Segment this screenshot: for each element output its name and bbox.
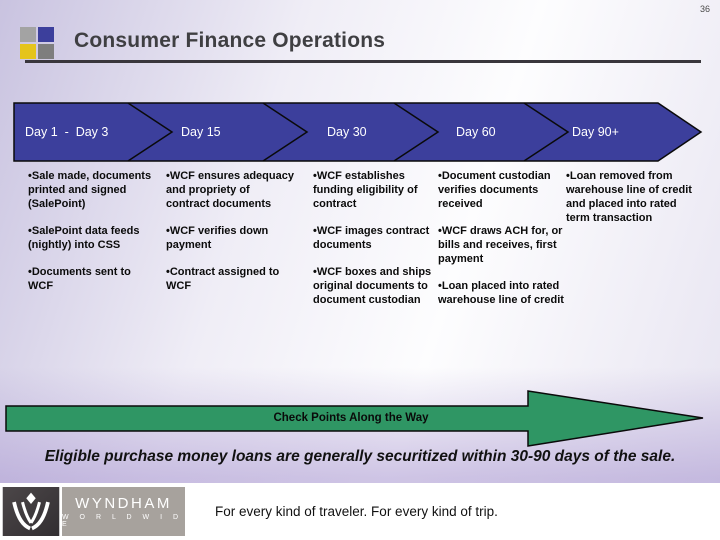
bullet-item: Loan removed from warehouse line of cred…: [566, 169, 698, 225]
column-day1-3: Sale made, documents printed and signed …: [28, 169, 156, 306]
summary-statement: Eligible purchase money loans are genera…: [44, 448, 676, 465]
bullet-item: Documents sent to WCF: [28, 265, 156, 293]
slide-background: 36 Consumer Finance Operations Day 1 - D…: [0, 0, 720, 483]
checkpoints-arrow-shape: [5, 390, 704, 447]
brand-name: WYNDHAM: [75, 495, 172, 512]
checkpoints-arrow-label: Check Points Along the Way: [273, 412, 429, 424]
column-day30: WCF establishes funding eligibility of c…: [313, 169, 435, 320]
column-day15: WCF ensures adequacy and propriety of co…: [166, 169, 294, 306]
bullet-item: WCF boxes and ships original documents t…: [313, 265, 435, 307]
bullet-item: WCF draws ACH for, or bills and receives…: [438, 224, 566, 266]
bullet-item: WCF verifies down payment: [166, 224, 294, 252]
timeline-chevron-3: [393, 102, 440, 162]
bullet-item: Contract assigned to WCF: [166, 265, 294, 293]
timeline-arrow: [13, 102, 703, 162]
bullet-item: Sale made, documents printed and signed …: [28, 169, 156, 211]
timeline-chevron-1: [127, 102, 174, 162]
footer: WYNDHAM W O R L D W I D E For every kind…: [0, 483, 720, 540]
bullet-item: SalePoint data feeds (nightly) into CSS: [28, 224, 156, 252]
timeline-chevron-4: [523, 102, 570, 162]
footer-tagline: For every kind of traveler. For every ki…: [215, 504, 498, 519]
timeline-label-day1-3: Day 1 - Day 3: [25, 125, 109, 139]
timeline-label-day90: Day 90+: [572, 125, 619, 139]
logo-square-blue-icon: [38, 27, 54, 42]
timeline-label-day30: Day 30: [327, 125, 367, 139]
timeline-label-day15: Day 15: [181, 125, 221, 139]
brand-subtitle: W O R L D W I D E: [62, 514, 183, 528]
logo-square-darkgray-icon: [38, 44, 54, 59]
column-day90: Loan removed from warehouse line of cred…: [566, 169, 698, 238]
page-number: 36: [699, 4, 710, 14]
checkpoints-arrow: [5, 390, 704, 447]
timeline-chevron-2: [262, 102, 309, 162]
bullet-item: WCF establishes funding eligibility of c…: [313, 169, 435, 211]
timeline-arrow-shape: [13, 102, 703, 162]
column-day60: Document custodian verifies documents re…: [438, 169, 566, 320]
slide-title: Consumer Finance Operations: [74, 29, 386, 52]
bullet-item: Loan placed into rated warehouse line of…: [438, 279, 566, 307]
slide-logo-squares-icon: [20, 27, 56, 61]
bullet-item: Document custodian verifies documents re…: [438, 169, 566, 211]
bullet-item: WCF ensures adequacy and propriety of co…: [166, 169, 294, 211]
wyndham-wordmark: WYNDHAM W O R L D W I D E: [62, 487, 185, 536]
title-underline: [25, 60, 701, 63]
bullet-item: WCF images contract documents: [313, 224, 435, 252]
wyndham-logo-icon: [2, 487, 60, 536]
logo-square-yellow-icon: [20, 44, 36, 59]
logo-square-gray-icon: [20, 27, 36, 42]
timeline-label-day60: Day 60: [456, 125, 496, 139]
